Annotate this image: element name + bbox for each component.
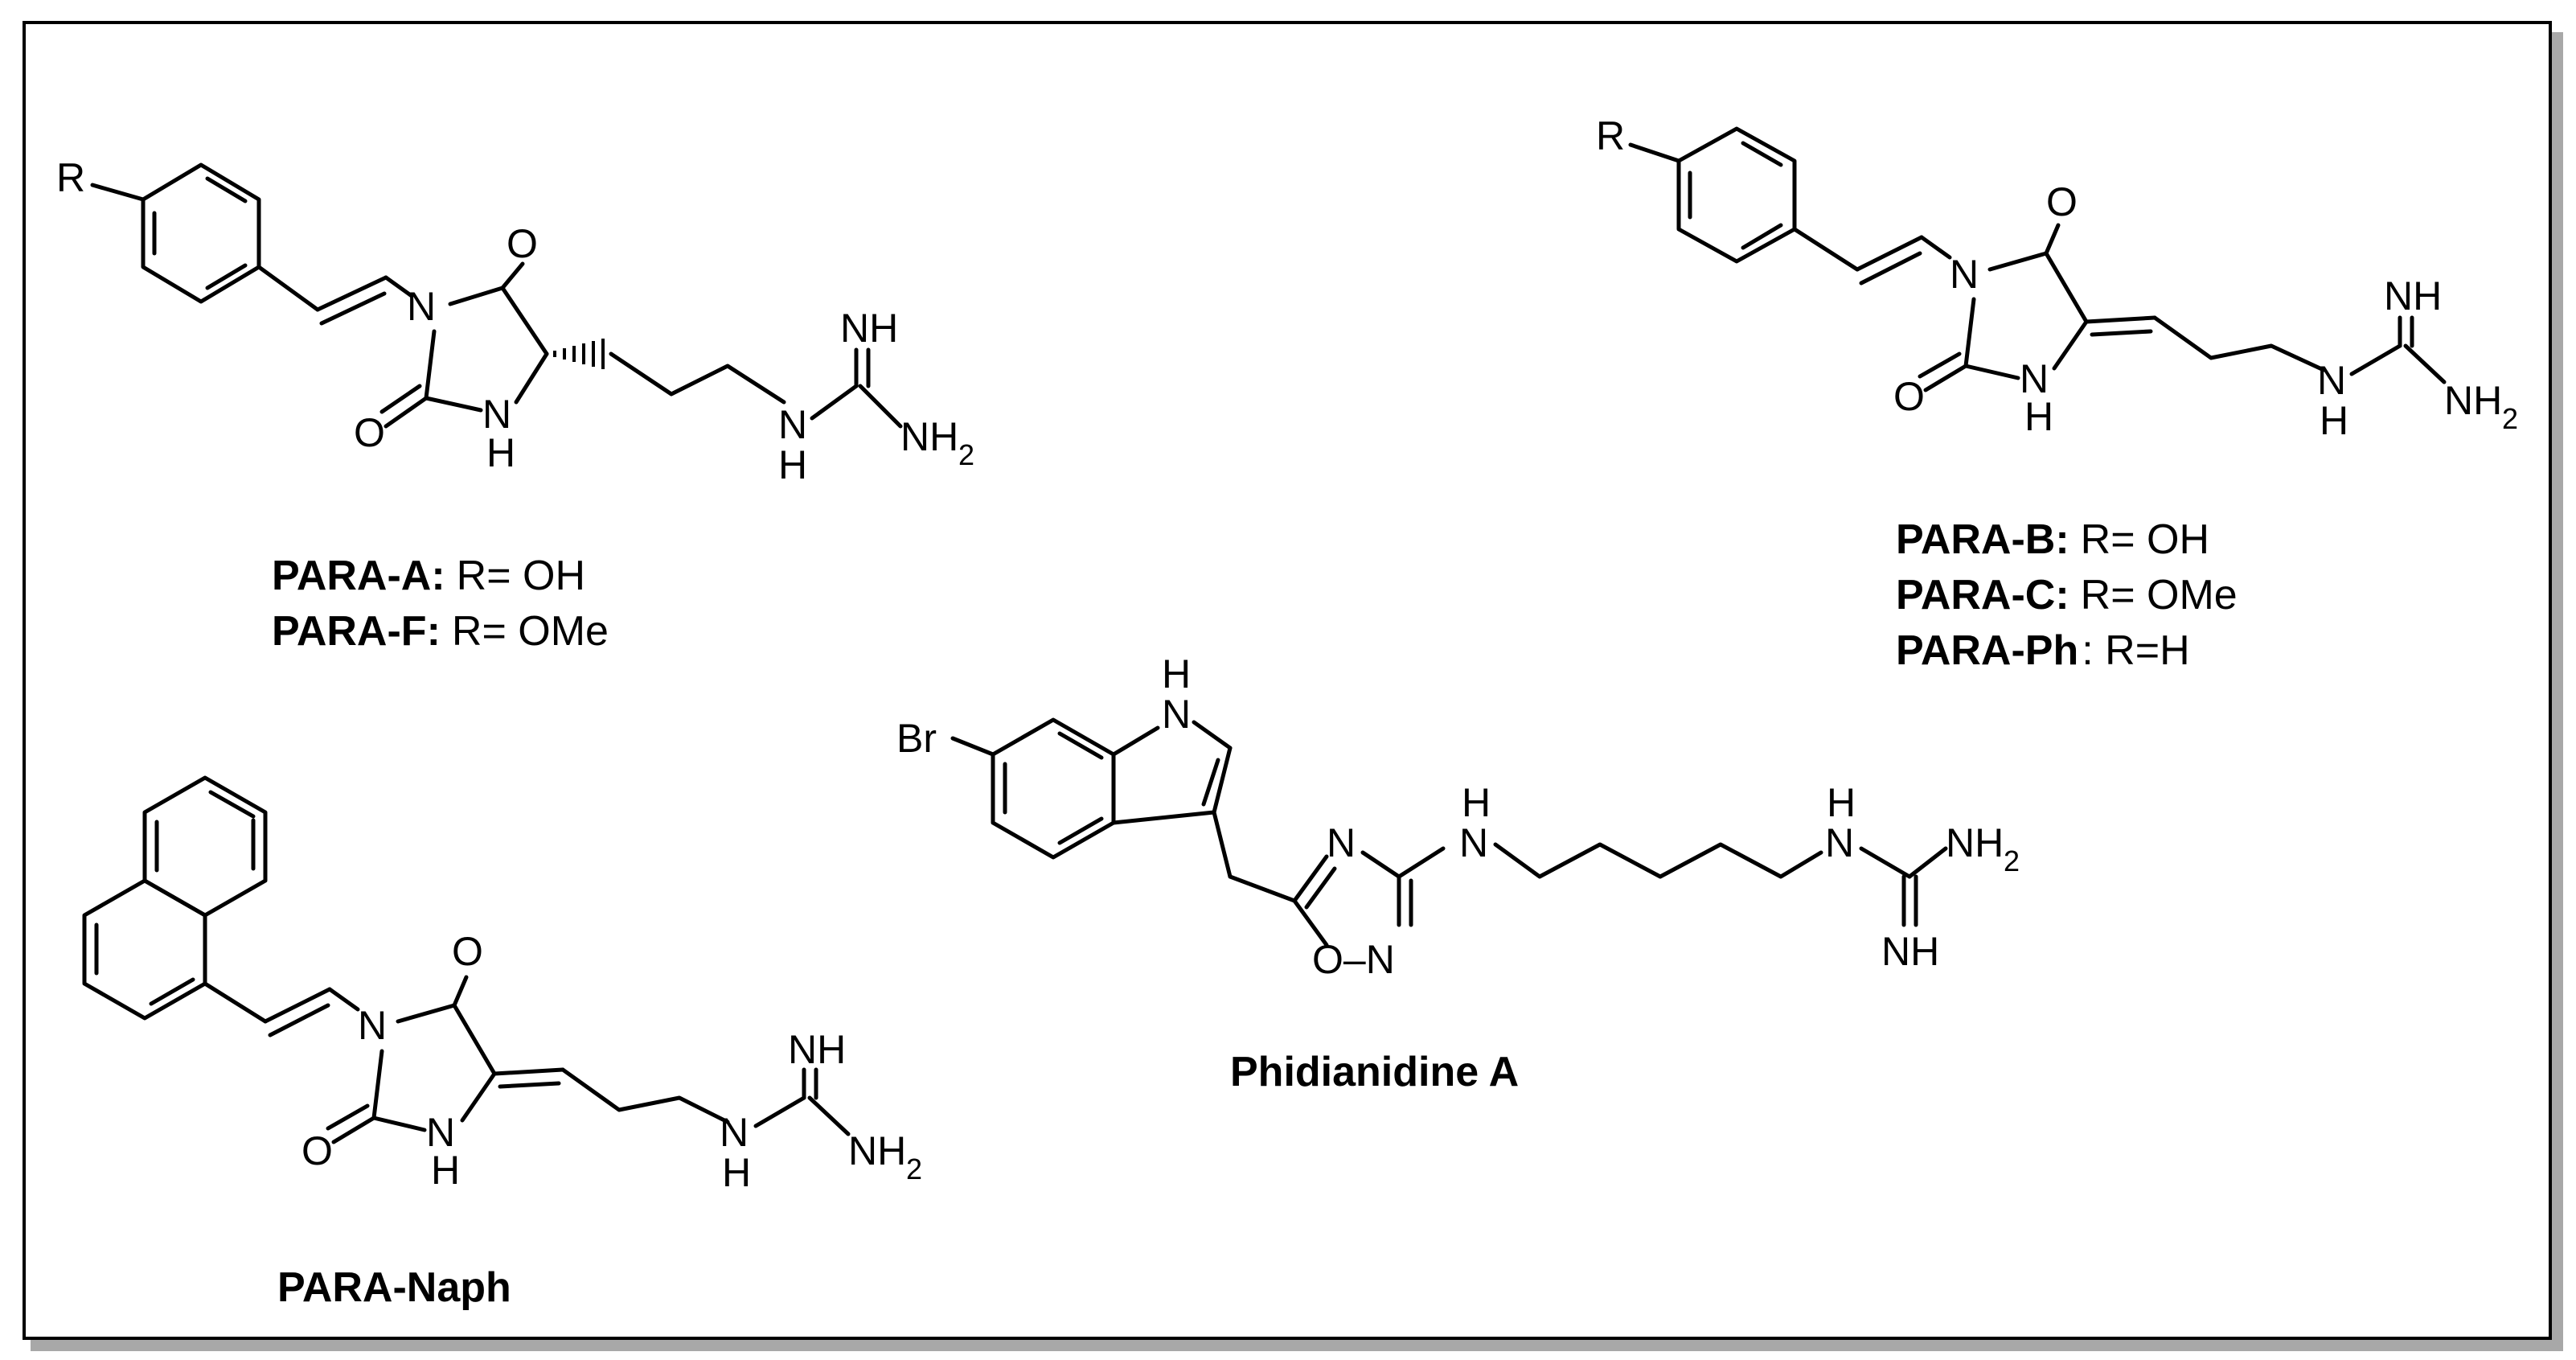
atom-indole-h: H (1162, 651, 1191, 696)
atom-n-ring: N (1950, 252, 1979, 297)
atom-n-h: N (2020, 356, 2049, 401)
caption-para-ph: PARA-Ph: R=H (1896, 627, 2190, 674)
atom-nh-n: N (1459, 820, 1488, 865)
atom-o-top: O (507, 221, 538, 266)
atom-br: Br (896, 716, 937, 761)
structure-para-naph: N O O N H N H NH NH 2 (82, 775, 922, 1195)
atom-n-ring: N (358, 1003, 387, 1048)
caption-para-f: PARA-F:R= OMe (272, 608, 609, 655)
atom-o-top: O (452, 929, 483, 974)
atom-imine-nh: NH (1881, 929, 1939, 974)
caption-para-c: PARA-C:R= OMe (1896, 572, 2238, 618)
atom-nh-imine: NH (788, 1027, 846, 1072)
atom-o-left: O (354, 410, 385, 455)
caption-para-a: PARA-A:R= OH (272, 553, 585, 599)
caption-para-b: PARA-B:R= OH (1896, 516, 2209, 563)
atom-h-amine: H (722, 1150, 751, 1195)
atom-nh2: NH (2444, 378, 2502, 423)
atom-nh2-subscript: 2 (2502, 402, 2518, 435)
atom-n-amine: N (778, 402, 807, 447)
atom-h-amine: H (778, 442, 807, 487)
structure-para-b-c-ph: R N O O N H N H NH NH 2 (1596, 113, 2518, 443)
atom-h-of-nh: H (431, 1148, 460, 1193)
atom-n-h: N (426, 1110, 455, 1155)
structure-phidianidine-a: Br H N N O–N H N H N NH (896, 651, 2020, 982)
atom-oxa-n1: N (1327, 820, 1356, 865)
caption-para-naph: PARA-Naph (277, 1264, 511, 1311)
atom-n-amine: N (2317, 358, 2346, 403)
r-group-label: R (56, 155, 85, 200)
atom-o-top: O (2046, 179, 2078, 224)
atom-o-left: O (301, 1128, 333, 1173)
caption-phidianidine-a: Phidianidine A (1230, 1049, 1519, 1095)
atom-nh2-subscript: 2 (906, 1153, 922, 1185)
atom-amine-n: N (1825, 820, 1854, 865)
atom-nh2: NH (848, 1128, 906, 1173)
atom-nh-h: H (1462, 780, 1491, 825)
atom-nh-imine: NH (2384, 273, 2442, 318)
atom-n-h: N (482, 392, 511, 437)
atom-n-amine: N (720, 1110, 749, 1155)
r-group-label: R (1596, 113, 1625, 158)
atom-nh-imine: NH (840, 306, 898, 351)
structure-para-a-f: R N O O N H (56, 155, 974, 487)
atom-h-amine: H (2320, 398, 2348, 443)
frame (23, 21, 2552, 1340)
atom-nh2-subscript: 2 (2004, 844, 2020, 877)
atom-h-of-nh: H (486, 430, 515, 475)
atom-n-ring: N (407, 284, 436, 329)
atom-nh2: NH (900, 414, 958, 459)
atom-o-left: O (1893, 374, 1925, 419)
atom-h-of-nh: H (2024, 394, 2053, 439)
atom-indole-n: N (1162, 692, 1191, 737)
atom-nh2: NH (1946, 820, 2004, 865)
atom-nh2-subscript: 2 (958, 438, 974, 471)
atom-amine-h: H (1827, 780, 1856, 825)
